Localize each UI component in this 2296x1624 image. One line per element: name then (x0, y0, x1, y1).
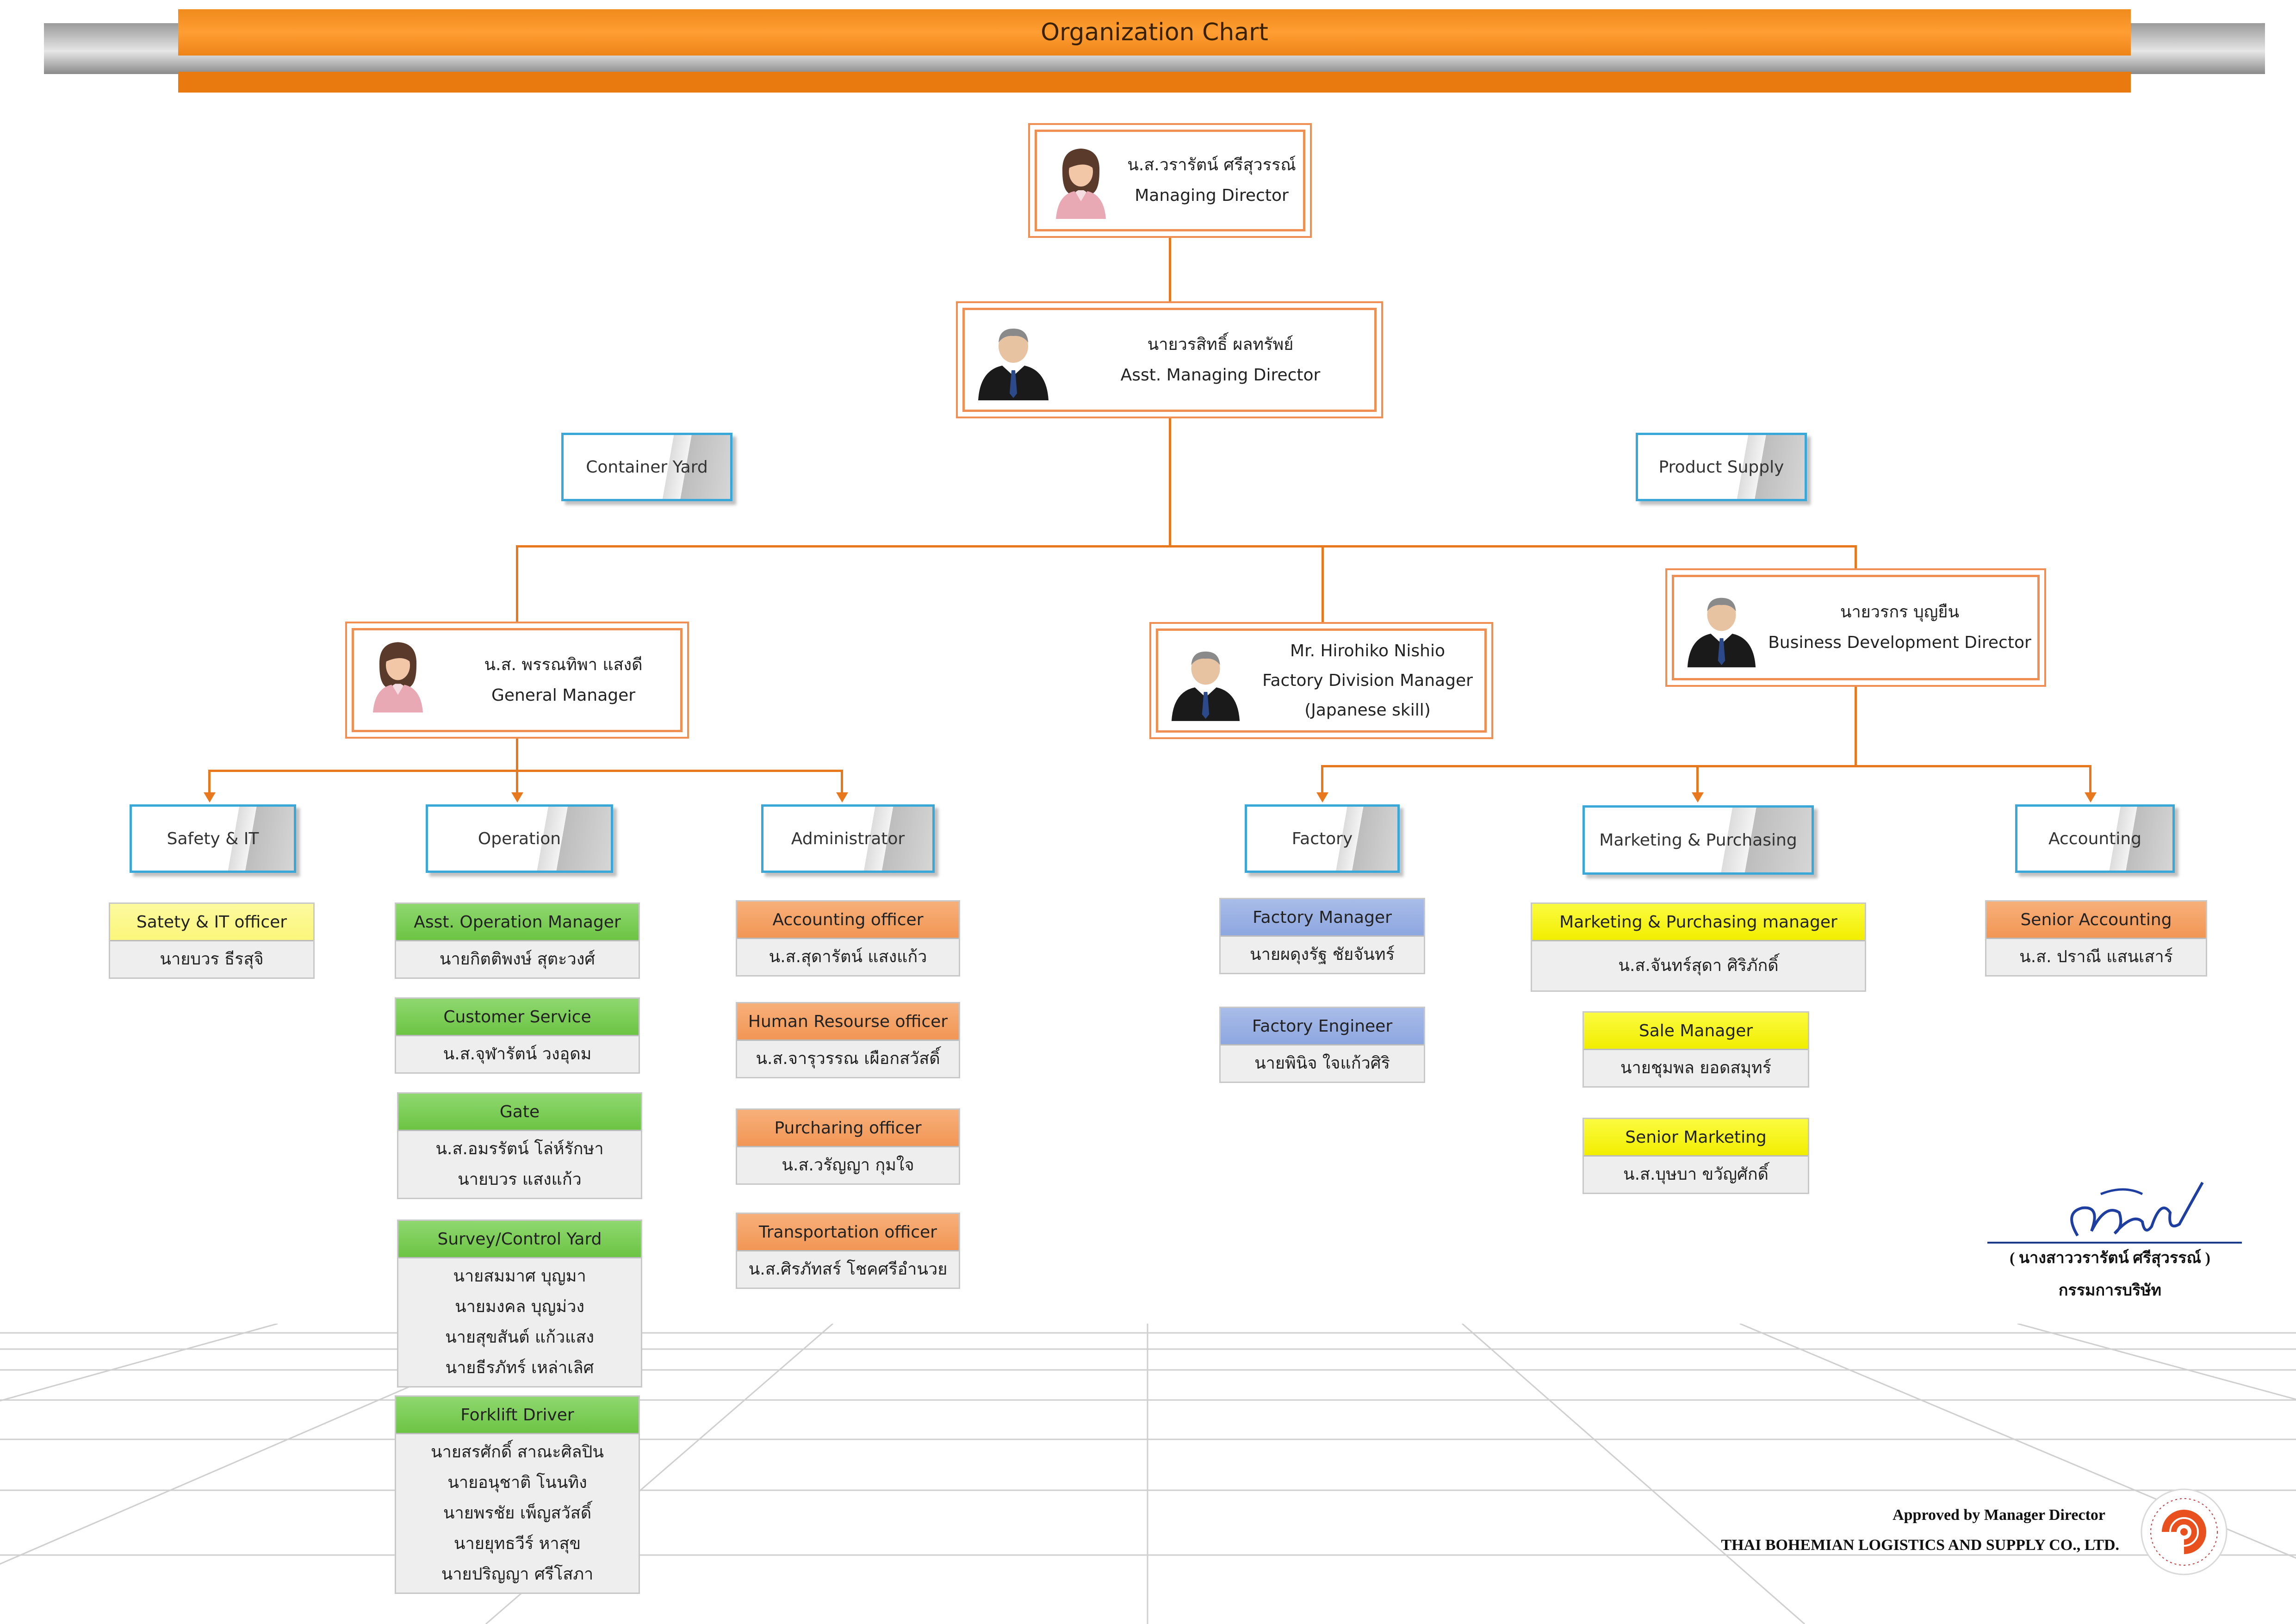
managing-director-box: น.ส.วรารัตน์ ศรีสุวรรณ์ Managing Directo… (1035, 130, 1305, 231)
male-avatar-icon (1687, 597, 1756, 667)
header-underline (178, 72, 2131, 93)
role-card-title: Transportation officer (737, 1214, 959, 1251)
person-name: น.ส.จารุวรรณ เผือกสวัสดิ์ (756, 1049, 940, 1068)
person-name: นายผดุงรัฐ ชัยจันทร์ (1250, 945, 1395, 964)
role-card: Purcharing officer น.ส.วรัญญา กุมใจ (736, 1108, 960, 1185)
role-card: Sale Manager นายชุมพล ยอดสมุทร์ (1582, 1011, 1809, 1088)
role-card: Asst. Operation Manager นายกิตติพงษ์ สุต… (395, 902, 640, 979)
role-card: Human Resourse officer น.ส.จารุวรรณ เผือ… (736, 1002, 960, 1078)
person-name: นายพินิจ ใจแก้วศิริ (1254, 1054, 1390, 1073)
person-name: น.ส.จุฬารัตน์ วงอุดม (443, 1045, 592, 1064)
role-card: Gate น.ส.อมรรัตน์ โล่ห์รักษา นายบวร แสงแ… (397, 1092, 642, 1199)
role-card-title: Human Resourse officer (737, 1003, 959, 1041)
dept-marketing-purchasing: Marketing & Purchasing (1582, 805, 1814, 875)
fdm-note: (Japanese skill) (1304, 700, 1431, 720)
person-name: นายปริญญา ศรีโสภา (441, 1565, 594, 1584)
person-name: น.ส.วรัญญา กุมใจ (782, 1156, 914, 1175)
role-card-title: Factory Manager (1221, 899, 1424, 937)
bdd-name: นายวรกร บุญยืน (1840, 603, 1960, 622)
role-card-title: Customer Service (396, 999, 639, 1036)
bdd-role: Business Development Director (1768, 633, 2031, 652)
person-name: น.ส.สุดารัตน์ แสงแก้ว (769, 947, 927, 966)
floor-grid-decoration (0, 1324, 2296, 1624)
person-name: นายยุทธวีร์ หาสุข (453, 1534, 581, 1553)
role-card: Accounting officer น.ส.สุดารัตน์ แสงแก้ว (736, 900, 960, 977)
signature-title: กรรมการบริษัท (2058, 1282, 2162, 1299)
role-card-title: Purcharing officer (737, 1110, 959, 1147)
gm-role: General Manager (491, 685, 636, 705)
role-card: Marketing & Purchasing manager น.ส.จันทร… (1531, 902, 1866, 992)
role-card-title: Asst. Operation Manager (396, 904, 639, 941)
person-name: น.ส.ศิรภัทสร์ โชคศรีอำนวย (748, 1260, 948, 1279)
role-card-title: Accounting officer (737, 902, 959, 939)
amd-role: Asst. Managing Director (1120, 365, 1321, 385)
person-name: นายกิตติพงษ์ สุตะวงศ์ (439, 950, 596, 969)
company-logo-icon (2141, 1488, 2228, 1575)
company-name: THAI BOHEMIAN LOGISTICS AND SUPPLY CO., … (1721, 1537, 2119, 1554)
role-card: Factory Manager นายผดุงรัฐ ชัยจันทร์ (1219, 898, 1425, 974)
role-card-title: Factory Engineer (1221, 1008, 1424, 1045)
signature-image (1987, 1182, 2242, 1244)
approved-text: Approved by Manager Director (1893, 1506, 2105, 1524)
role-card: Forklift Driver นายสรศักดิ์ สาณะศิลปิน น… (395, 1395, 640, 1594)
business-development-director-box: นายวรกร บุญยืน Business Development Dire… (1672, 575, 2040, 680)
person-name: นายสุขสันต์ แก้วแสง (445, 1328, 594, 1347)
role-card: Transportation officer น.ส.ศิรภัทสร์ โชค… (736, 1213, 960, 1289)
fdm-role: Factory Division Manager (1262, 671, 1473, 690)
role-card: Customer Service น.ส.จุฬารัตน์ วงอุดม (395, 997, 640, 1074)
person-name: น.ส.อมรรัตน์ โล่ห์รักษา (435, 1139, 604, 1158)
role-card: Satety & IT officer นายบวร ธีรสุจิ (109, 902, 315, 979)
person-name: นายบวร แสงแก้ว (458, 1170, 582, 1189)
container-yard-box: Container Yard (561, 433, 732, 501)
person-name: นายชุมพล ยอดสมุทร์ (1620, 1058, 1772, 1077)
dept-accounting: Accounting (2015, 804, 2175, 873)
person-name: นายบวร ธีรสุจิ (160, 950, 264, 969)
role-card: Factory Engineer นายพินิจ ใจแก้วศิริ (1219, 1007, 1425, 1083)
role-card-title: Gate (398, 1094, 641, 1131)
role-card-title: Survey/Control Yard (398, 1221, 641, 1258)
asst-managing-director-box: นายวรสิทธิ์ ผลทรัพย์ Asst. Managing Dire… (962, 308, 1377, 412)
person-name: นายธีรภัทร์ เหล่าเลิศ (445, 1358, 594, 1377)
male-avatar-icon (978, 329, 1049, 400)
role-card: Senior Marketing น.ส.บุษบา ขวัญศักดิ์ (1582, 1118, 1809, 1194)
role-card-title: Senior Marketing (1584, 1119, 1808, 1157)
female-avatar-icon (1056, 149, 1106, 219)
general-manager-box: น.ส. พรรณทิพา แสงดี General Manager (352, 628, 683, 732)
dept-factory: Factory (1245, 804, 1400, 873)
role-card-title: Senior Accounting (1986, 902, 2206, 939)
person-name: นายสมมาศ บุญมา (453, 1267, 586, 1286)
md-role: Managing Director (1135, 186, 1289, 205)
product-supply-box: Product Supply (1636, 433, 1807, 501)
female-avatar-icon (373, 642, 423, 713)
person-name: น.ส.บุษบา ขวัญศักดิ์ (1623, 1165, 1769, 1184)
role-card: Survey/Control Yard นายสมมาศ บุญมา นายมง… (397, 1220, 642, 1388)
factory-division-manager-box: Mr. Hirohiko Nishio Factory Division Man… (1156, 628, 1487, 733)
dept-administrator: Administrator (761, 804, 935, 873)
dept-operation: Operation (426, 804, 613, 873)
person-name: น.ส.จันทร์สุดา ศิริภักดิ์ (1618, 956, 1779, 975)
gm-name: น.ส. พรรณทิพา แสงดี (484, 655, 643, 674)
page-title: Organization Chart (178, 9, 2131, 56)
role-card: Senior Accounting น.ส. ปราณี แสนเสาร์ (1985, 900, 2207, 977)
signature-name: ( นางสาววรารัตน์ ศรีสุวรรณ์ ) (2010, 1250, 2210, 1267)
amd-name: นายวรสิทธิ์ ผลทรัพย์ (1147, 335, 1294, 354)
person-name: นายมงคล บุญม่วง (455, 1297, 584, 1316)
male-avatar-icon (1171, 651, 1240, 721)
role-card-title: Sale Manager (1584, 1013, 1808, 1050)
person-name: นายพรชัย เพ็ญสวัสดิ์ (443, 1504, 592, 1523)
person-name: น.ส. ปราณี แสนเสาร์ (2019, 947, 2173, 966)
dept-safety-it: Safety & IT (130, 804, 296, 873)
md-name: น.ส.วรารัตน์ ศรีสุวรรณ์ (1127, 156, 1296, 174)
role-card-title: Forklift Driver (396, 1397, 639, 1434)
role-card-title: Marketing & Purchasing manager (1532, 904, 1865, 941)
fdm-name: Mr. Hirohiko Nishio (1290, 641, 1445, 660)
person-name: นายอนุชาติ โนนทิง (447, 1473, 587, 1492)
person-name: นายสรศักดิ์ สาณะศิลปิน (431, 1443, 604, 1462)
role-card-title: Satety & IT officer (110, 904, 313, 941)
